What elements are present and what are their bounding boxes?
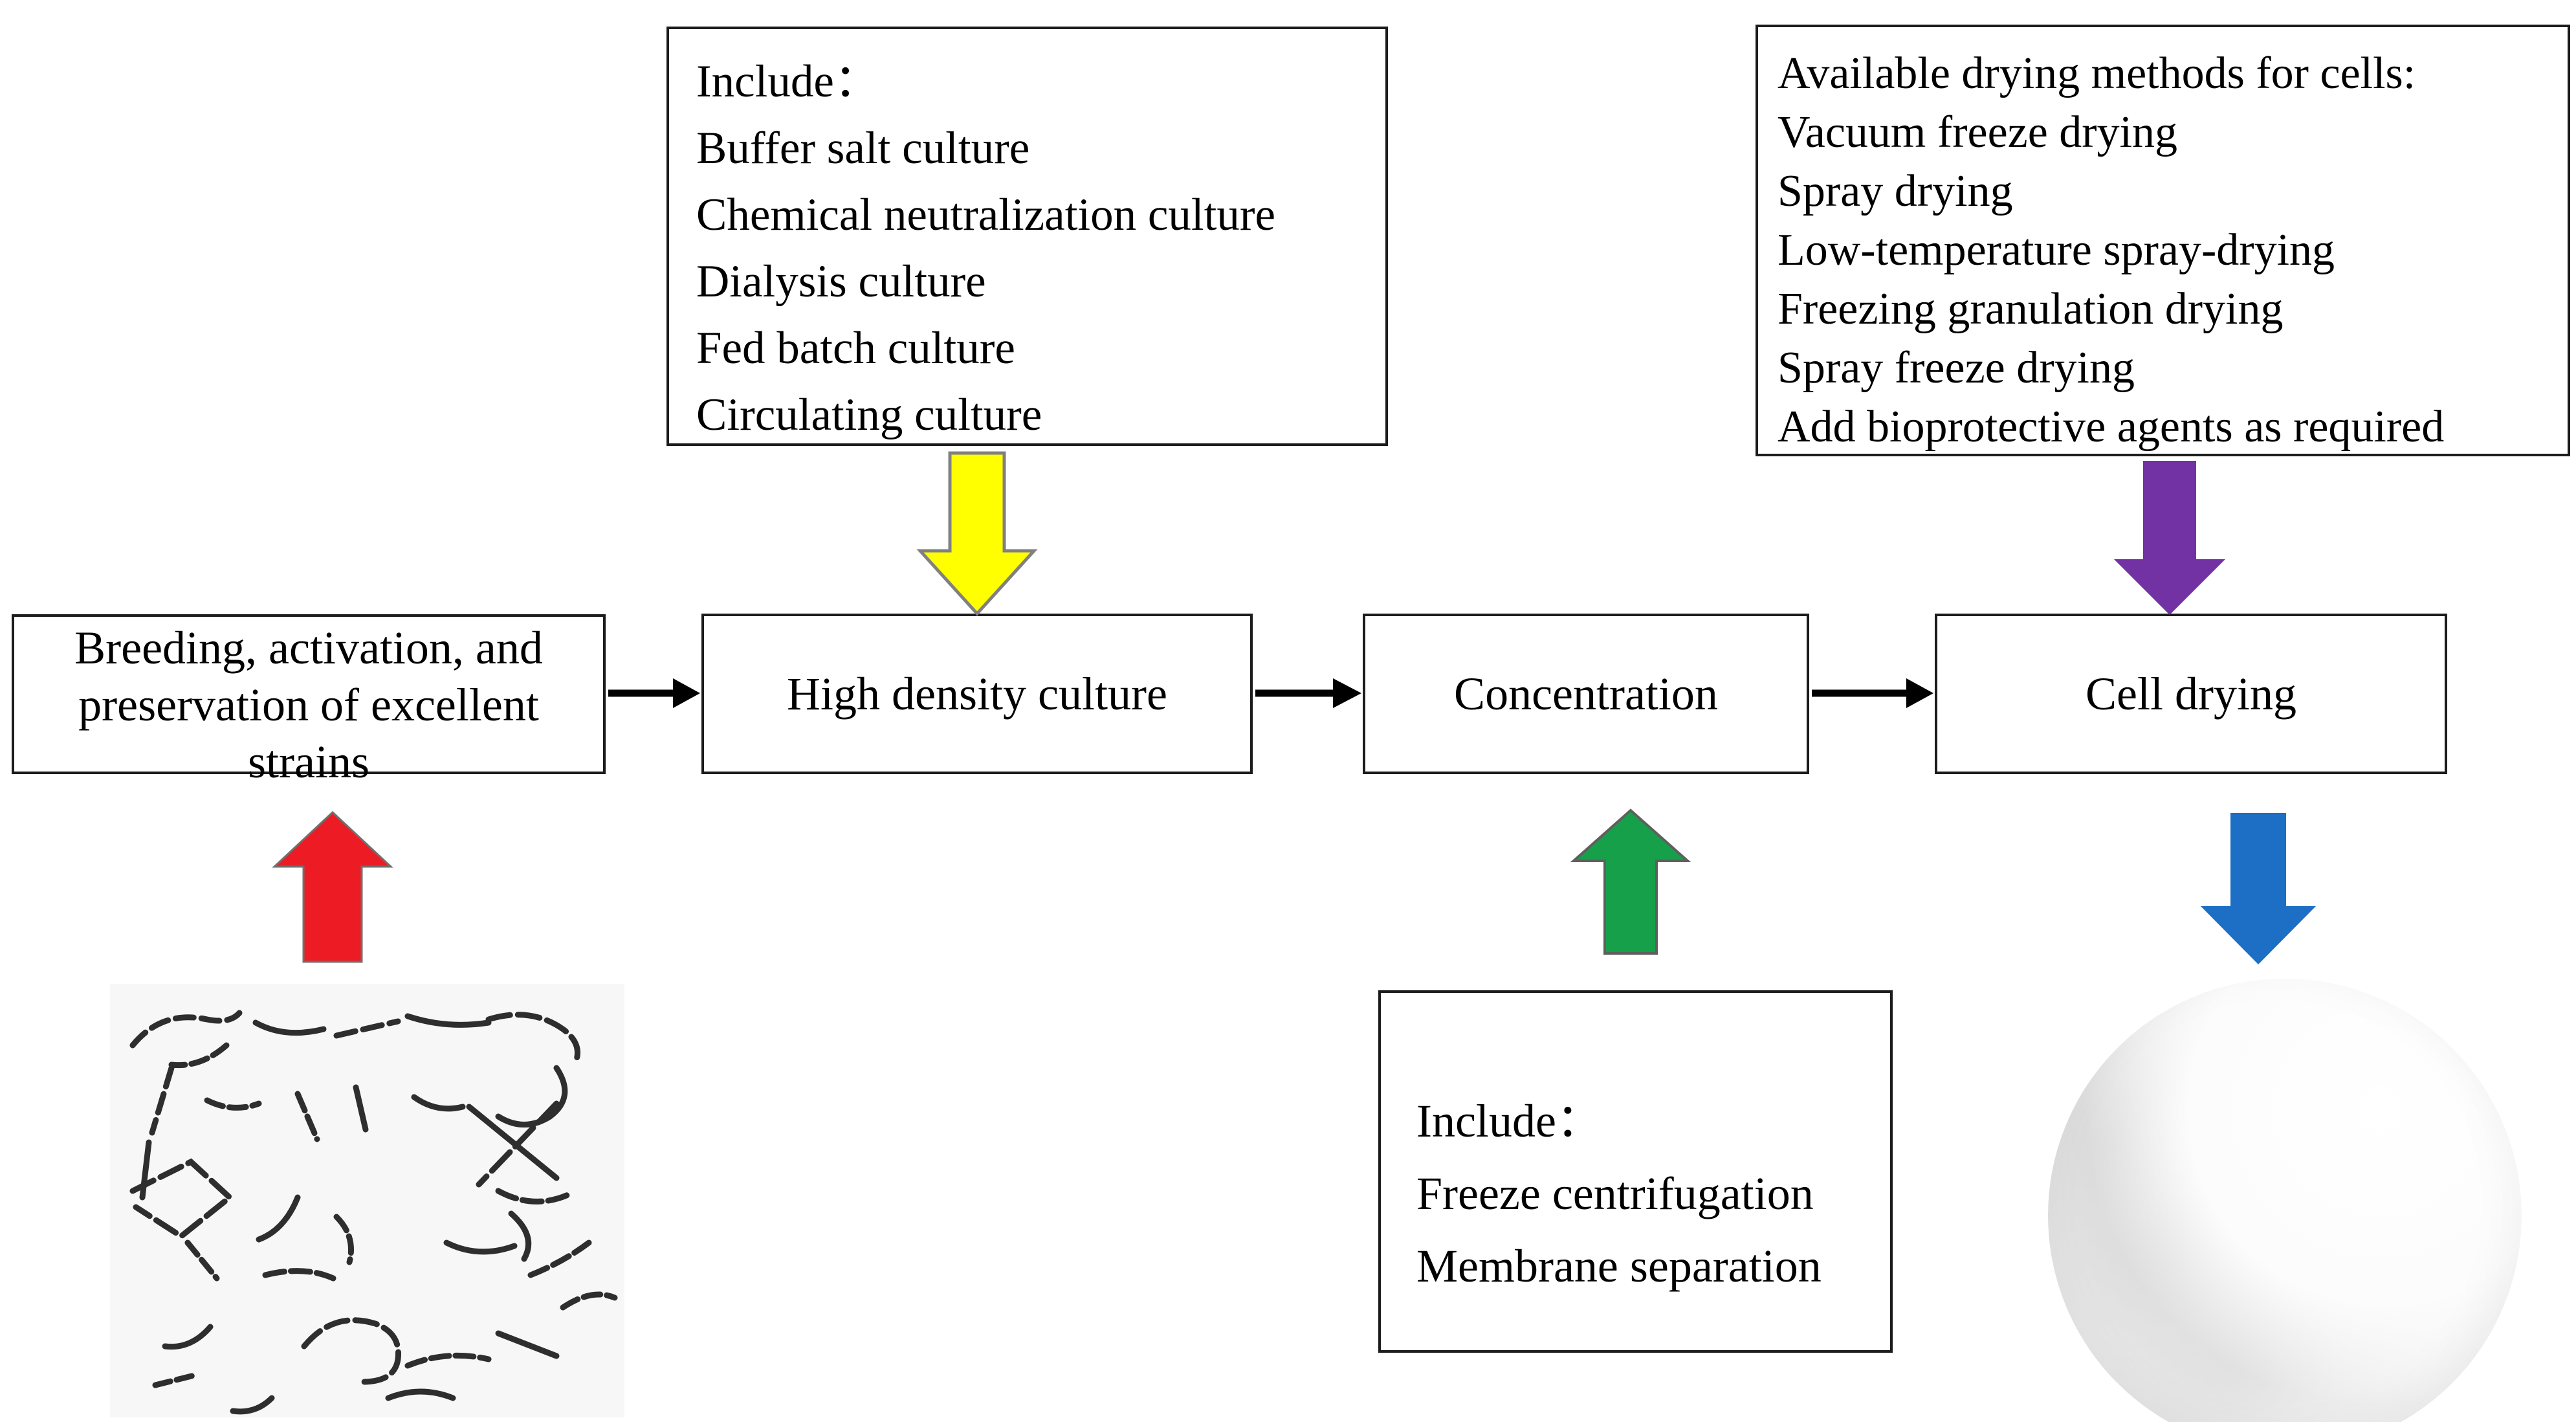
annotation-concentration-methods: Include： Freeze centrifugation Membrane … [1378, 990, 1893, 1353]
annotation-culture-methods: Include： Buffer salt culture Chemical ne… [666, 27, 1388, 446]
annotation-line: Add bioprotective agents as required [1778, 402, 2445, 452]
connector-arrowhead-icon [1906, 678, 1933, 708]
annotation-line: Dialysis culture [696, 256, 986, 307]
flow-box-high-density-culture: High density culture [701, 614, 1253, 774]
flow-connector-arrow-2 [1255, 678, 1361, 708]
annotation-line: Buffer salt culture [696, 123, 1030, 173]
annotation-line: Chemical neutralization culture [696, 190, 1276, 240]
annotation-line: Fed batch culture [696, 323, 1015, 373]
annotation-line: Spray freeze drying [1778, 343, 2135, 393]
green-up-arrow-icon [1570, 808, 1691, 955]
annotation-line: Include： [696, 56, 880, 107]
flow-box-concentration: Concentration [1363, 614, 1809, 774]
yellow-down-arrow-icon [916, 451, 1038, 616]
annotation-line: Low-temperature spray-drying [1778, 225, 2335, 275]
flow-box-label: Breeding, activation, and [74, 622, 543, 674]
annotation-line: Include： [1416, 1095, 1603, 1147]
connector-arrowhead-icon [1333, 678, 1361, 708]
annotation-line: Spray drying [1778, 166, 2013, 216]
annotation-drying-methods: Available drying methods for cells: Vacu… [1756, 25, 2570, 456]
flow-box-label: strains [248, 736, 369, 788]
flow-box-label: Cell drying [2086, 667, 2296, 720]
bacteria-strokes [129, 1010, 618, 1415]
dried-powder-image [2048, 979, 2522, 1422]
annotation-line: Freeze centrifugation [1416, 1168, 1814, 1219]
connector-arrowhead-icon [673, 678, 700, 708]
blue-down-arrow-icon [2201, 813, 2316, 964]
flow-box-cell-drying: Cell drying [1935, 614, 2447, 774]
flow-box-breeding: Breeding, activation, and preservation o… [12, 614, 606, 788]
red-up-arrow-icon [272, 810, 393, 963]
annotation-line: Circulating culture [696, 390, 1042, 440]
purple-down-arrow-icon [2114, 461, 2225, 615]
flow-connector-arrow-1 [608, 678, 700, 708]
bacteria-micrograph-image [110, 984, 624, 1417]
flow-box-label: Concentration [1454, 667, 1718, 720]
annotation-line: Freezing granulation drying [1778, 284, 2284, 334]
flow-connector-arrow-3 [1812, 678, 1933, 708]
annotation-line: Vacuum freeze drying [1778, 107, 2178, 157]
flow-box-label: High density culture [787, 667, 1167, 720]
annotation-line: Membrane separation [1416, 1240, 1822, 1292]
annotation-line: Available drying methods for cells: [1778, 49, 2416, 98]
flow-box-label: preservation of excellent [78, 679, 539, 731]
